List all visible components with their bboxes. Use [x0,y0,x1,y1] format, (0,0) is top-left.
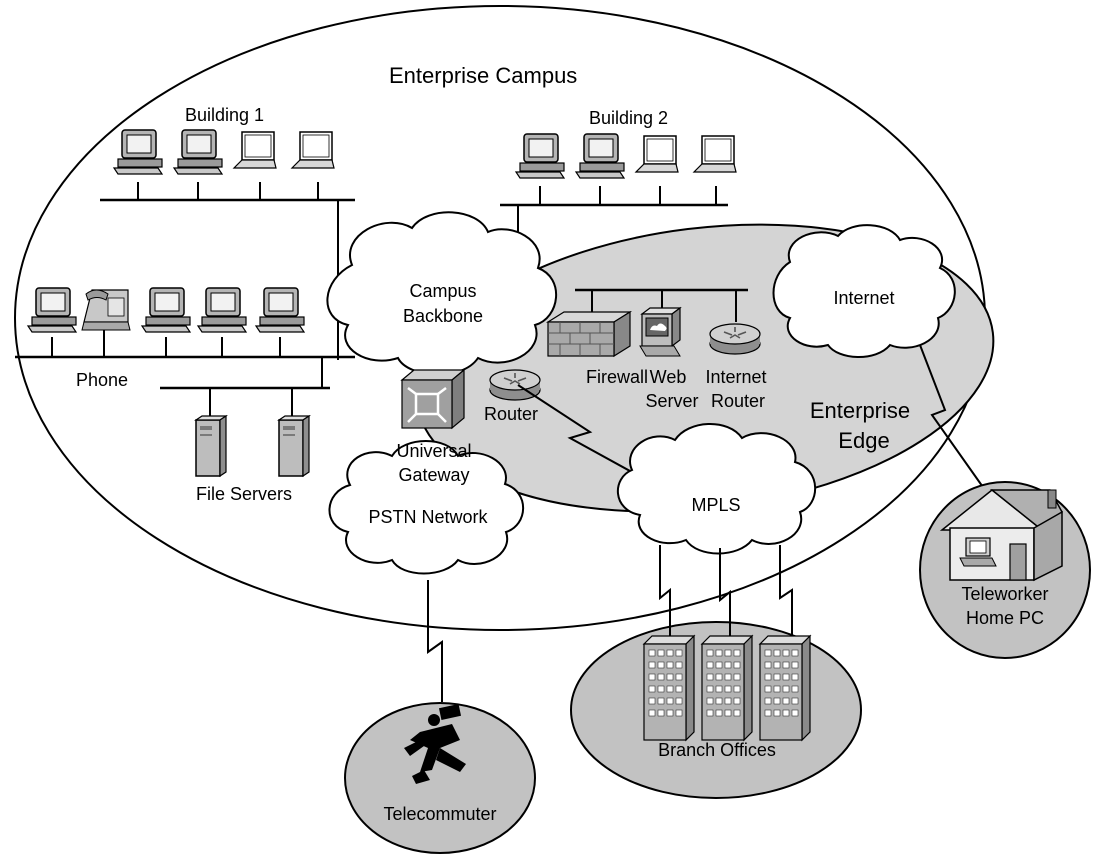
home-icon [939,489,1063,582]
branch-offices-label: Branch Offices [658,740,776,760]
file-server-1 [195,415,227,477]
building2-label: Building 2 [589,108,668,128]
mpls-label: MPLS [691,495,740,515]
campus-backbone-cloud [326,211,557,376]
internet-router-icon [709,323,761,355]
building1-label: Building 1 [185,105,264,125]
universal-gateway-label-line1: Universal [396,441,471,461]
internet-cloud [772,224,956,358]
web-server-label-line1: Web [650,367,687,387]
telecommuter-label: Telecommuter [383,804,496,824]
internet-label: Internet [833,288,894,308]
pstn-network-label: PSTN Network [368,507,488,527]
enterprise-edge-label-line1: Enterprise [810,398,910,423]
file-servers-label: File Servers [196,484,292,504]
universal-gateway-label-line2: Gateway [398,465,469,485]
pstn-telecommuter-link [427,580,443,702]
phone-label: Phone [76,370,128,390]
branch-building-1 [643,635,695,741]
mpls-cloud [617,423,817,555]
teleworker-label-line2: Home PC [966,608,1044,628]
internet-router-label-line1: Internet [705,367,766,387]
router-mpls-link [517,384,651,483]
firewall-icon [545,310,633,358]
teleworker-label-line1: Teleworker [961,584,1048,604]
pstn-network-cloud [328,440,525,575]
firewall-label: Firewall [586,367,648,387]
enterprise-edge-label-line2: Edge [838,428,889,453]
branch-building-2 [701,635,753,741]
router-label: Router [484,404,538,424]
web-server-icon [639,306,682,357]
internet-router-label-line2: Router [711,391,765,411]
internet-teleworker-link [919,344,986,491]
running-person-icon [404,704,466,784]
web-server-label-line2: Server [645,391,698,411]
campus-backbone-label-line2: Backbone [403,306,483,326]
branch-building-3 [759,635,811,741]
telecommuter-site [344,702,536,854]
enterprise-campus-label: Enterprise Campus [389,63,577,88]
ip-phone [81,289,131,331]
universal-gateway-icon [400,368,466,430]
campus-backbone-label-line1: Campus [409,281,476,301]
file-server-2 [278,415,310,477]
